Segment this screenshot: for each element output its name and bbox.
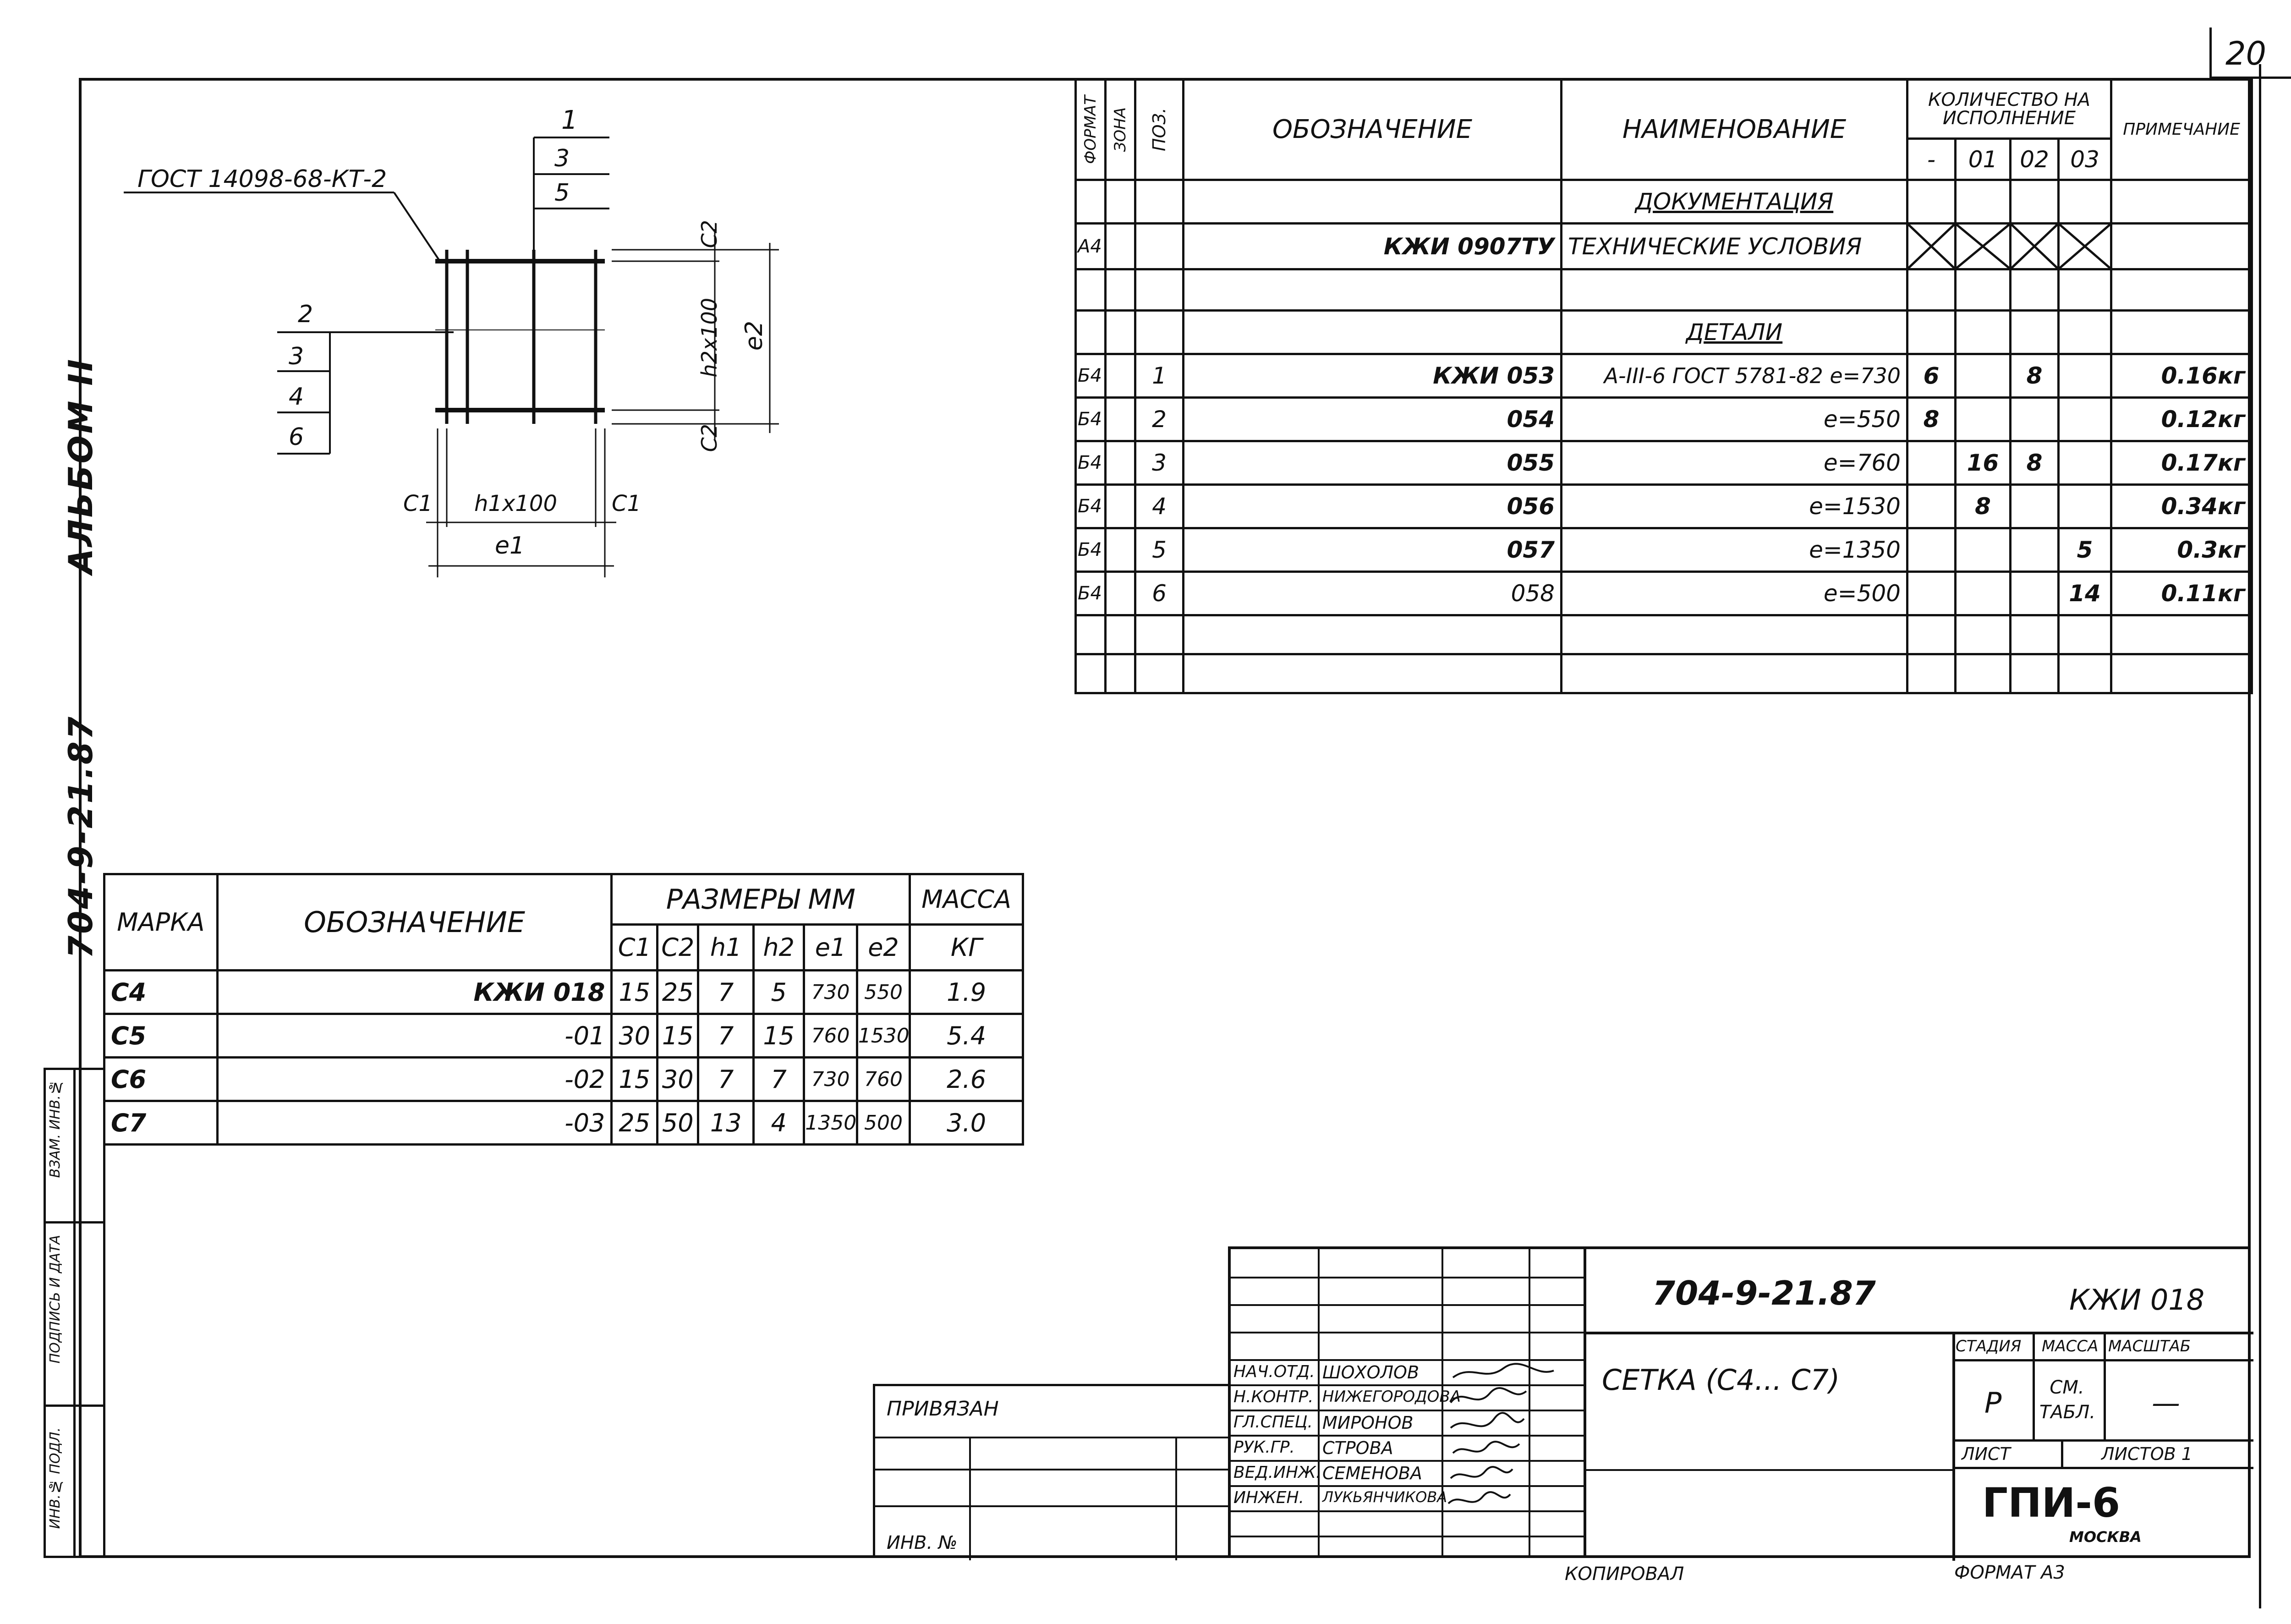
stamp-vzam-inv: ВЗАМ. ИНВ.№ bbox=[47, 1079, 63, 1178]
gost-label: ГОСТ 14098-68-КТ-2 bbox=[137, 165, 387, 193]
col-pos: ПОЗ. bbox=[1134, 78, 1184, 181]
tb-sheets-label: ЛИСТОВ 1 bbox=[2101, 1444, 2192, 1464]
table-row: Б4 1 КЖИ 053 А-III-6 ГОСТ 5781-82 e=730 … bbox=[1074, 353, 2253, 399]
tb-mass: СМ. ТАБЛ. bbox=[2039, 1377, 2096, 1423]
section-parts: ДЕТАЛИ bbox=[1560, 309, 1908, 355]
signer-role-2: Н.КОНТР. bbox=[1233, 1388, 1314, 1406]
signer-name-3: МИРОНОВ bbox=[1322, 1413, 1414, 1433]
format-label: ФОРМАТ А3 bbox=[1954, 1562, 2065, 1583]
dim-h2: h2x100 bbox=[697, 298, 722, 378]
signer-name-4: СТРОВА bbox=[1322, 1438, 1393, 1458]
dim-c2-top: C2 bbox=[697, 220, 722, 248]
col-note: ПРИМЕЧАНИЕ bbox=[2110, 78, 2253, 181]
tb-sheet-label: ЛИСТ bbox=[1962, 1444, 2011, 1464]
signer-name-5: СЕМЕНОВА bbox=[1322, 1463, 1422, 1483]
privyazan-block: ПРИВЯЗАН ИНВ. № bbox=[873, 1384, 1230, 1560]
signer-role-4: РУК.ГР. bbox=[1233, 1438, 1295, 1457]
tb-mass-label: МАССА bbox=[2042, 1337, 2099, 1355]
right-border-line bbox=[2259, 64, 2261, 1608]
tb-stage: Р bbox=[1984, 1386, 2002, 1420]
signer-name-2: НИЖЕГОРОДОВА bbox=[1322, 1388, 1461, 1406]
title-block: НАЧ.ОТД. ШОХОЛОВ Н.КОНТР. НИЖЕГОРОДОВА Г… bbox=[1228, 1246, 2253, 1561]
tb-project-code: 704-9-21.87 bbox=[1652, 1274, 1876, 1312]
doc-designation: КЖИ 0907ТУ bbox=[1182, 222, 1562, 270]
signer-name-1: ШОХОЛОВ bbox=[1322, 1362, 1420, 1383]
leader-left-2: 2 bbox=[298, 301, 313, 328]
section-documentation: ДОКУМЕНТАЦИЯ bbox=[1560, 179, 1908, 225]
variant-base: - bbox=[1906, 137, 1957, 181]
tb-stage-label: СТАДИЯ bbox=[1956, 1337, 2022, 1355]
tb-title: СЕТКА (C4... C7) bbox=[1602, 1363, 1840, 1397]
doc-format: А4 bbox=[1074, 222, 1107, 270]
leader-top-5: 5 bbox=[554, 179, 570, 207]
marks-col-sizes: РАЗМЕРЫ ММ bbox=[610, 873, 911, 926]
table-row: Б4 5 057 e=1350 5 0.3кг bbox=[1074, 527, 2253, 573]
dim-c2-bottom: C2 bbox=[697, 424, 722, 452]
col-zone: ЗОНА bbox=[1104, 78, 1136, 181]
privyazan-label: ПРИВЯЗАН bbox=[887, 1397, 999, 1421]
tb-org: ГПИ-6 bbox=[1982, 1479, 2121, 1526]
dim-h1: h1x100 bbox=[474, 491, 557, 516]
signer-role-5: ВЕД.ИНЖ. bbox=[1233, 1463, 1321, 1482]
variant-03: 03 bbox=[2057, 137, 2113, 181]
tb-city: МОСКВА bbox=[2069, 1528, 2142, 1546]
leader-left-3: 3 bbox=[289, 343, 304, 370]
leader-left-6: 6 bbox=[289, 423, 304, 451]
project-side-label: 704-9-21.87 bbox=[61, 715, 100, 959]
marks-table: МАРКА ОБОЗНАЧЕНИЕ РАЗМЕРЫ ММ МАССА C1 C2… bbox=[103, 873, 1024, 1146]
variant-01: 01 bbox=[1954, 137, 2011, 181]
sheet-number-box: 20 bbox=[2209, 27, 2291, 79]
tb-scale-label: МАСШТАБ bbox=[2108, 1337, 2191, 1355]
signer-name-6: ЛУКЬЯНЧИКОВА bbox=[1322, 1488, 1447, 1506]
marks-col-mass: МАССА bbox=[909, 873, 1024, 926]
tb-scale: — bbox=[2152, 1386, 2180, 1420]
col-format: ФОРМАТ bbox=[1074, 78, 1107, 181]
signatures bbox=[1447, 1363, 1554, 1504]
leader-top-3: 3 bbox=[554, 145, 570, 172]
dim-e1: e1 bbox=[495, 532, 525, 560]
doc-name: ТЕХНИЧЕСКИЕ УСЛОВИЯ bbox=[1560, 222, 1908, 270]
table-row: Б4 6 058 e=500 14 0.11кг bbox=[1074, 571, 2253, 616]
mesh-drawing bbox=[124, 137, 779, 577]
stamp-signature-date: ПОДПИСЬ И ДАТА bbox=[47, 1235, 63, 1364]
doc-cross-1 bbox=[1906, 222, 1957, 270]
leader-left-4: 4 bbox=[289, 383, 304, 411]
spec-table: ФОРМАТ ЗОНА ПОЗ. ОБОЗНАЧЕНИЕ НАИМЕНОВАНИ… bbox=[1074, 78, 2253, 694]
dim-c1-left: C1 bbox=[403, 491, 433, 516]
stamp-inv-podl: ИНВ.№ ПОДЛ. bbox=[47, 1427, 63, 1529]
doc-cross-4 bbox=[2057, 222, 2113, 270]
variant-02: 02 bbox=[2009, 137, 2060, 181]
signer-role-3: ГЛ.СПЕЦ. bbox=[1233, 1413, 1313, 1432]
table-row: Б4 2 054 e=550 8 0.12кг bbox=[1074, 396, 2253, 442]
marks-col-designation: ОБОЗНАЧЕНИЕ bbox=[216, 873, 613, 971]
signer-role-1: НАЧ.ОТД. bbox=[1233, 1362, 1315, 1381]
inv-number-label: ИНВ. № bbox=[887, 1532, 958, 1553]
marks-mass-unit: КГ bbox=[909, 923, 1024, 971]
left-stamp: ИНВ.№ ПОДЛ. ПОДПИСЬ И ДАТА ВЗАМ. ИНВ.№ bbox=[44, 1068, 105, 1558]
col-designation: ОБОЗНАЧЕНИЕ bbox=[1182, 78, 1562, 181]
tb-doc-code: КЖИ 018 bbox=[2069, 1283, 2205, 1317]
dim-c1-right: C1 bbox=[612, 491, 641, 516]
col-name: НАИМЕНОВАНИЕ bbox=[1560, 78, 1908, 181]
signer-role-6: ИНЖЕН. bbox=[1233, 1488, 1304, 1507]
table-row: Б4 4 056 e=1530 8 0.34кг bbox=[1074, 483, 2253, 529]
doc-cross-2 bbox=[1954, 222, 2011, 270]
marks-col-mark: МАРКА bbox=[103, 873, 219, 971]
doc-cross-3 bbox=[2009, 222, 2060, 270]
dim-e2: e2 bbox=[740, 321, 768, 351]
col-quantity: КОЛИЧЕСТВО НА ИСПОЛНЕНИЕ bbox=[1906, 78, 2113, 140]
copied-label: КОПИРОВАЛ bbox=[1565, 1564, 1684, 1585]
leader-top-1: 1 bbox=[561, 105, 578, 135]
